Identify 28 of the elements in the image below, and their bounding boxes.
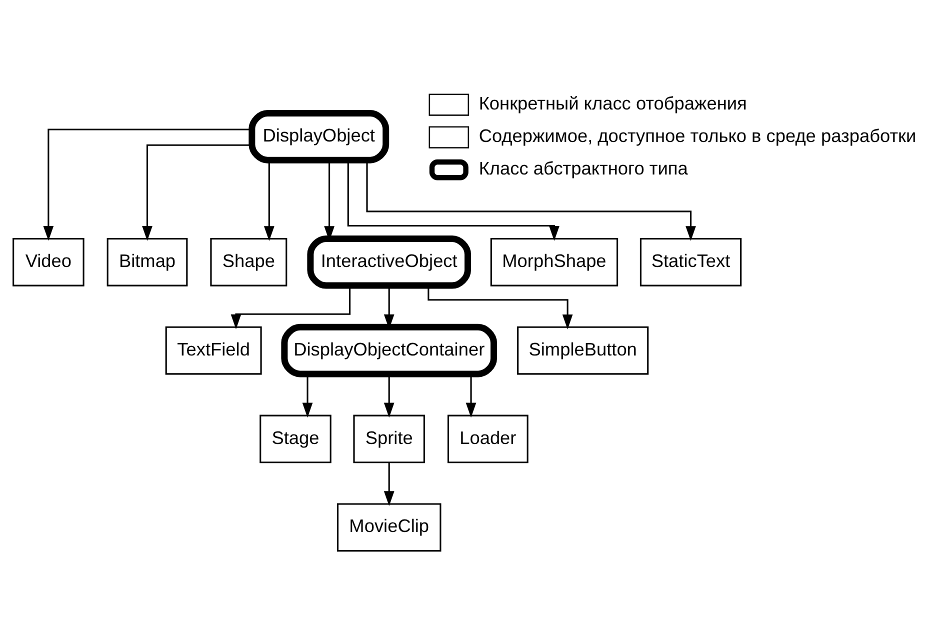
- node-box: MorphShape: [490, 238, 618, 286]
- node-box: StaticText: [640, 238, 742, 286]
- arrow: [347, 160, 560, 241]
- node-box: Sprite: [353, 414, 425, 464]
- node-box: Shape: [210, 238, 288, 286]
- node-box: DisplayObject: [248, 110, 390, 164]
- arrow: [302, 374, 313, 418]
- arrow: [366, 160, 696, 241]
- arrow: [384, 374, 394, 418]
- node-box: SimpleButton: [517, 326, 649, 375]
- arrow: [230, 286, 351, 330]
- node-box: Stage: [260, 414, 332, 464]
- legend-label: Конкретный класс отображения: [478, 94, 747, 114]
- legend-label: Класс абстрактного типа: [478, 158, 688, 179]
- node-box: Loader: [448, 414, 528, 464]
- arrow: [384, 462, 394, 506]
- arrow: [466, 374, 476, 418]
- arrow: [142, 144, 252, 241]
- legend-label: Содержимое, доступное только в среде разработки: [478, 126, 916, 146]
- arrow: [428, 286, 573, 330]
- node-box: Video: [12, 238, 84, 286]
- node-box: InteractiveObject: [307, 235, 472, 289]
- arrow: [264, 160, 274, 241]
- arrow: [43, 128, 252, 241]
- node-box: Bitmap: [106, 238, 188, 286]
- node-box: TextField: [165, 326, 262, 375]
- node-box: DisplayObjectContainer: [281, 324, 498, 378]
- node-box: MovieClip: [336, 503, 442, 552]
